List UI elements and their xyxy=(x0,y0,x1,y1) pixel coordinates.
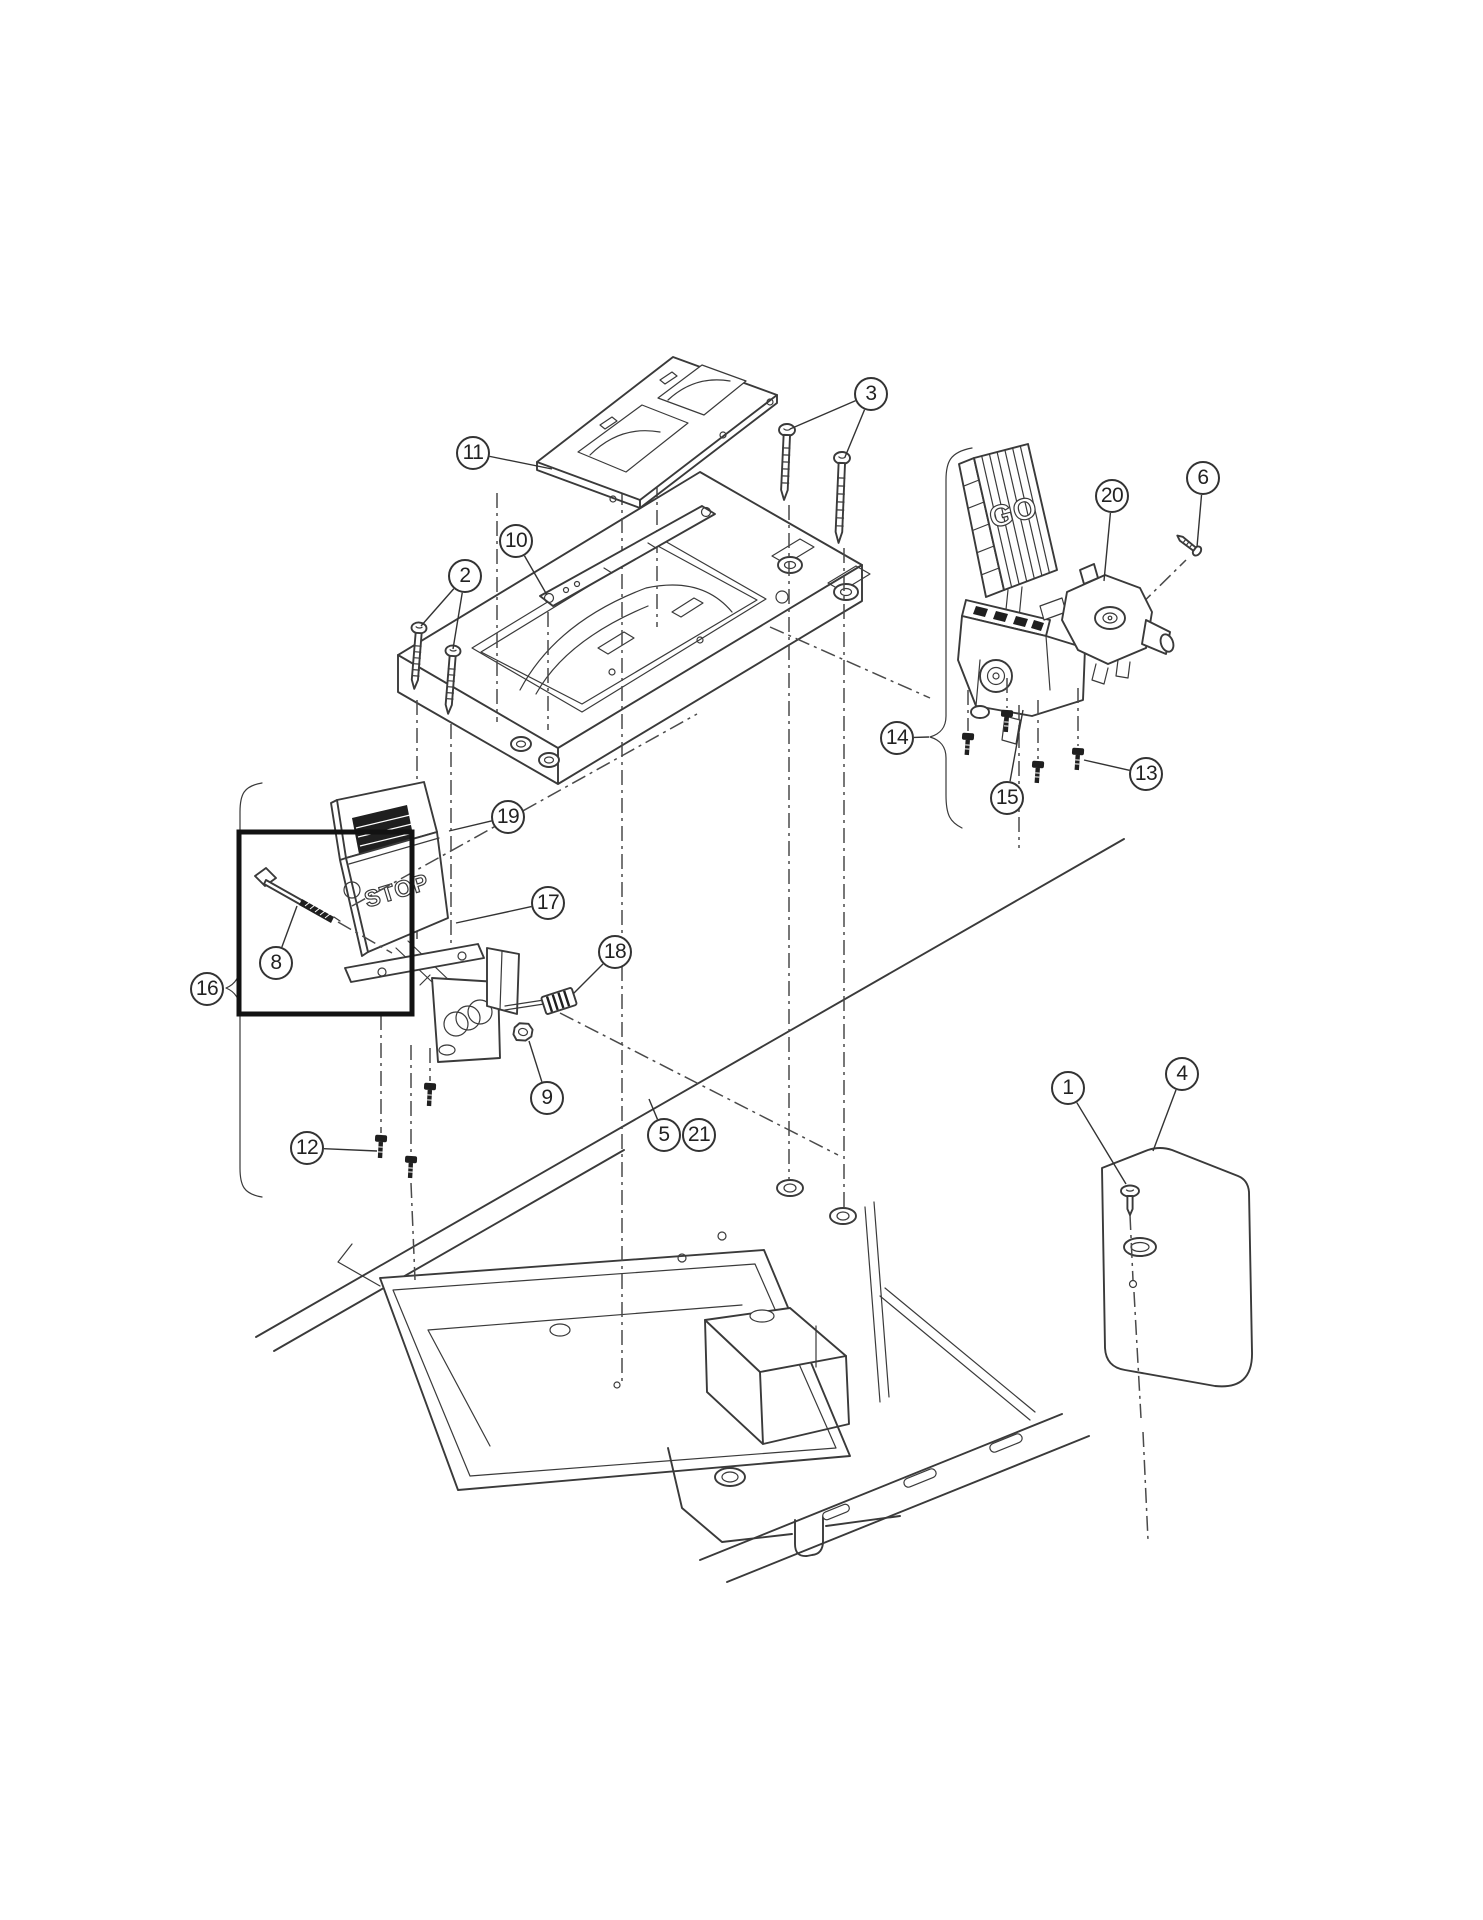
group-bracket-14 xyxy=(929,447,973,829)
callout-8: 8 xyxy=(259,946,293,980)
nut-part-9 xyxy=(512,1022,534,1042)
screw-part-2a xyxy=(410,621,428,690)
floor-pan xyxy=(255,838,1253,1583)
screw-part-6 xyxy=(1176,534,1203,557)
group-brackets xyxy=(225,447,973,1198)
callout-17: 17 xyxy=(531,886,565,920)
bolt-part-8 xyxy=(254,867,341,923)
access-panel xyxy=(1101,1147,1253,1388)
callout-10: 10 xyxy=(499,524,533,558)
callout-18: 18 xyxy=(598,935,632,969)
callout-leader-lines xyxy=(281,400,1203,1185)
callout-3: 3 xyxy=(854,377,888,411)
speed-switch xyxy=(1039,563,1175,685)
mounting-plate xyxy=(397,471,871,785)
callout-5: 5 xyxy=(647,1118,681,1152)
callout-13: 13 xyxy=(1129,757,1163,791)
go-pedal-assembly: GO xyxy=(957,443,1175,784)
screw-part-1 xyxy=(1120,1184,1140,1216)
highlight-box-part-16 xyxy=(236,829,415,1017)
group-bracket-16 xyxy=(225,782,263,1198)
callout-4: 4 xyxy=(1165,1057,1199,1091)
screw-part-2b xyxy=(444,644,462,715)
floor-screw-holes xyxy=(549,1179,857,1337)
callout-15: 15 xyxy=(990,781,1024,815)
callout-2: 2 xyxy=(448,559,482,593)
go-mount-screws xyxy=(961,709,1085,784)
screw-part-3b xyxy=(833,451,851,544)
stop-pedal-assembly: STOP xyxy=(254,781,578,1179)
floorboard-seam-line xyxy=(255,838,1125,1338)
callout-19: 19 xyxy=(491,800,525,834)
cover-plate xyxy=(536,356,778,509)
retainer-strip xyxy=(539,505,716,607)
callout-16: 16 xyxy=(190,972,224,1006)
projection-centerlines xyxy=(416,482,1187,1541)
stop-mount-screws xyxy=(374,1082,437,1179)
floor-bottom-edge xyxy=(667,1413,1090,1583)
screw-part-3a xyxy=(778,423,796,501)
callout-9: 9 xyxy=(530,1081,564,1115)
callout-20: 20 xyxy=(1095,479,1129,513)
callout-1: 1 xyxy=(1051,1071,1085,1105)
callout-14: 14 xyxy=(880,721,914,755)
stop-pedal-face xyxy=(345,831,449,953)
connector-part-18 xyxy=(504,987,578,1015)
callout-12: 12 xyxy=(290,1131,324,1165)
callout-6: 6 xyxy=(1186,461,1220,495)
callout-11: 11 xyxy=(456,436,490,470)
callout-21: 21 xyxy=(682,1118,716,1152)
floor-pocket-block xyxy=(704,1307,850,1445)
